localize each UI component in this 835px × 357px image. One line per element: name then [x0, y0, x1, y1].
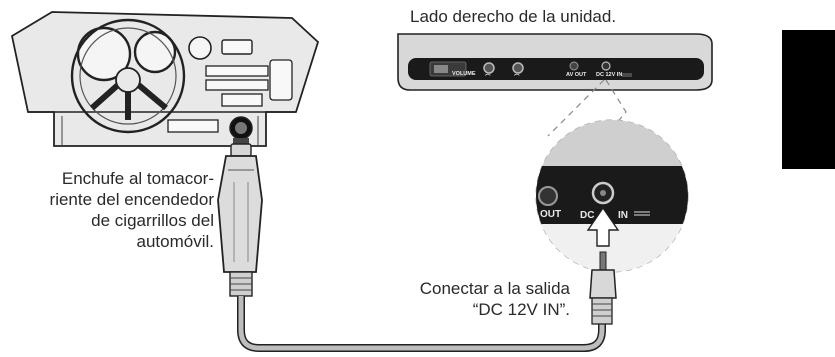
dc-in-text: DC 12V IN: [596, 72, 622, 78]
connect-instruction-line: “DC 12V IN”.: [472, 300, 570, 319]
zoom-out-text: OUT: [540, 209, 561, 220]
svg-text:⌒: ⌒: [513, 73, 520, 81]
av-out-text: AV OUT: [566, 72, 587, 78]
lighter-instruction-line: Enchufe al tomacor-: [61, 169, 214, 188]
connect-instruction: Conectar a la salida “DC 12V IN”.: [370, 278, 570, 320]
zoom-detail: OUT DC IN: [535, 119, 689, 273]
lighter-instruction-line: automóvil.: [136, 232, 214, 251]
lighter-instruction: Enchufe al tomacor- riente del encendedo…: [4, 168, 214, 252]
connect-instruction-line: Conectar a la salida: [419, 279, 570, 298]
zoom-dc-text: DC: [580, 210, 594, 221]
device-side-label: Lado derecho de la unidad.: [410, 7, 617, 26]
cigarette-lighter-plug: [217, 138, 263, 297]
svg-text:⌒: ⌒: [484, 73, 491, 81]
section-tab: [782, 30, 835, 169]
lighter-instruction-line: riente del encendedor: [49, 190, 214, 209]
lighter-instruction-line: de cigarrillos del: [91, 211, 214, 230]
car-dashboard: [10, 11, 320, 147]
dc-plug: [589, 251, 617, 325]
zoom-in-text: IN: [618, 210, 628, 221]
volume-text: VOLUME: [452, 71, 476, 77]
portable-player-side: VOLUME ⌒ ⌒ AV OUT DC 12V IN: [397, 33, 713, 91]
